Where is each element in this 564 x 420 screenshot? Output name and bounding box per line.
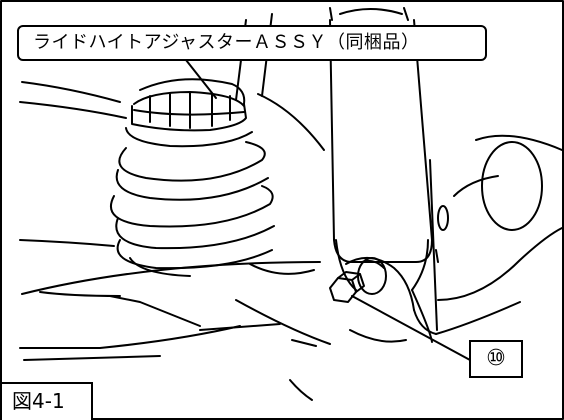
ride-height-adjuster [125, 78, 253, 148]
lower-arm [19, 239, 521, 401]
part-leader-line [351, 295, 471, 361]
bolt [329, 257, 387, 303]
callout-leader-line [185, 59, 217, 99]
part-callout-label: ライドハイトアジャスターＡＳＳＹ（同梱品） [17, 25, 487, 61]
part-number-badge: ⑩ [469, 340, 523, 378]
coil-spring [109, 141, 275, 277]
right-arm [435, 134, 563, 301]
figure-label: 図4-1 [0, 382, 93, 420]
